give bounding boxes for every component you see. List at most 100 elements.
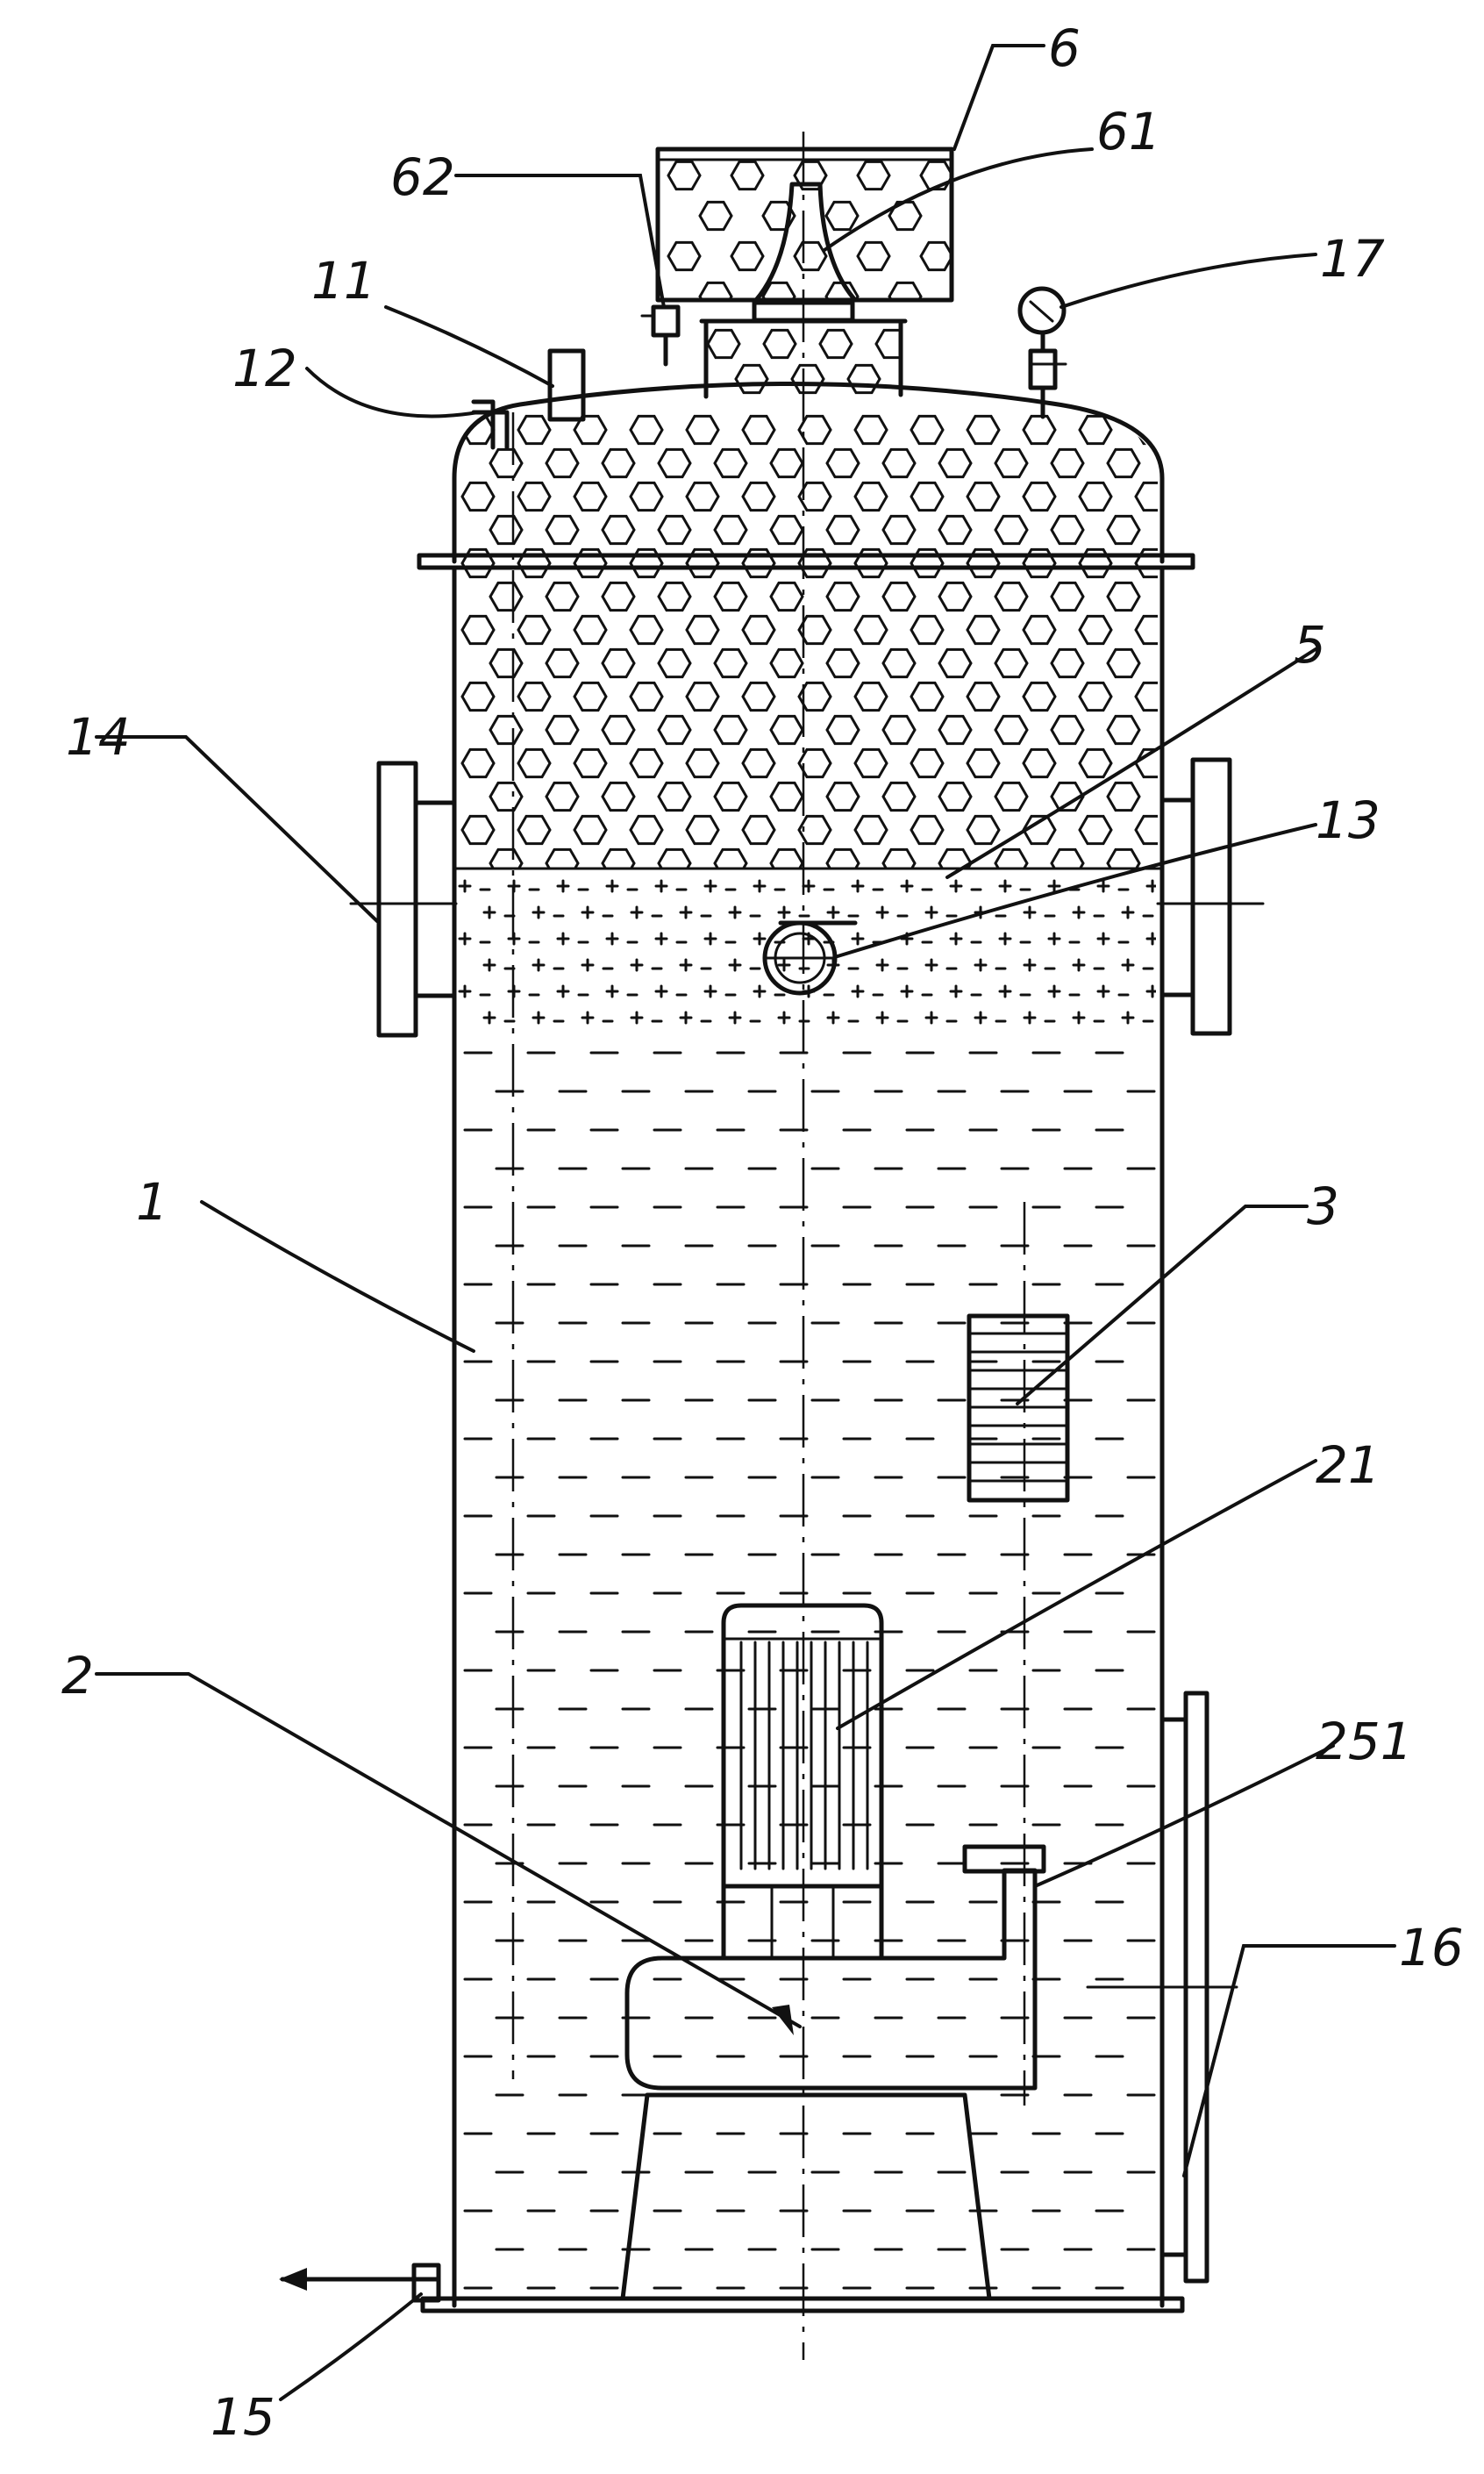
hex-cell bbox=[881, 847, 917, 869]
foam-mark bbox=[556, 879, 589, 893]
hex-cell bbox=[994, 514, 1029, 546]
hex-cell bbox=[797, 814, 832, 846]
label-21: 21 bbox=[1316, 1435, 1381, 1495]
hex-cell bbox=[629, 814, 664, 846]
hex-cell bbox=[966, 481, 1001, 512]
hex-cell bbox=[1078, 414, 1113, 446]
foam-mark bbox=[1145, 984, 1156, 998]
foam-mark bbox=[532, 1011, 565, 1025]
hex-cell bbox=[1078, 481, 1113, 512]
hex-cell bbox=[1050, 781, 1085, 812]
hex-cell bbox=[713, 847, 748, 869]
hex-cell bbox=[881, 581, 917, 612]
hex-cell bbox=[825, 714, 860, 746]
hex-cell bbox=[629, 547, 664, 579]
foam-mark bbox=[703, 879, 737, 893]
foam-mark bbox=[1023, 905, 1056, 919]
hex-cell bbox=[853, 747, 888, 779]
hex-cell bbox=[517, 681, 552, 712]
hex-cell bbox=[761, 281, 796, 300]
foam-mark bbox=[1096, 984, 1130, 998]
hex-cell bbox=[769, 514, 804, 546]
hex-cell bbox=[1078, 547, 1113, 579]
hex-cell bbox=[994, 714, 1029, 746]
hex-cell bbox=[888, 281, 923, 300]
foam-mark bbox=[679, 905, 712, 919]
hex-cell bbox=[629, 614, 664, 646]
hex-cell bbox=[769, 714, 804, 746]
foam-mark bbox=[482, 905, 516, 919]
hex-cell bbox=[1050, 847, 1085, 869]
hex-cell bbox=[910, 414, 945, 446]
hex-cell bbox=[517, 414, 552, 446]
hex-cell bbox=[1078, 814, 1113, 846]
hex-cell bbox=[938, 447, 973, 479]
foam-mark bbox=[1121, 958, 1154, 972]
hex-cell bbox=[741, 681, 776, 712]
foam-mark bbox=[1096, 932, 1130, 946]
hex-cell bbox=[573, 614, 608, 646]
hex-cell bbox=[657, 514, 692, 546]
foam-mark bbox=[851, 984, 884, 998]
hex-cell bbox=[698, 281, 733, 300]
foam-mark bbox=[654, 984, 688, 998]
hex-cell bbox=[1022, 614, 1057, 646]
label-61: 61 bbox=[1096, 102, 1161, 161]
hex-cell bbox=[667, 160, 702, 191]
foam-mark bbox=[1047, 932, 1081, 946]
hex-cell bbox=[1134, 547, 1158, 579]
hex-cell bbox=[881, 647, 917, 679]
label-16: 16 bbox=[1399, 1918, 1464, 1977]
hex-cell bbox=[460, 481, 496, 512]
hex-cell bbox=[938, 581, 973, 612]
hex-cell bbox=[1078, 614, 1113, 646]
cone-nozzle bbox=[753, 182, 858, 303]
foam-mark bbox=[998, 984, 1031, 998]
hex-cell bbox=[1106, 781, 1141, 812]
foam-mark bbox=[1121, 905, 1154, 919]
hex-cell bbox=[1050, 647, 1085, 679]
hex-cell bbox=[545, 647, 580, 679]
leader-lines bbox=[95, 44, 1396, 2401]
label-62: 62 bbox=[390, 147, 455, 207]
heater-coil bbox=[967, 1313, 1070, 1503]
hex-cell bbox=[824, 281, 860, 300]
hex-cell bbox=[1134, 681, 1158, 712]
hex-cell bbox=[601, 514, 636, 546]
foam-mark bbox=[1023, 1011, 1056, 1025]
top-nozzle-11 bbox=[547, 348, 586, 422]
hex-cell bbox=[601, 781, 636, 812]
foam-mark bbox=[728, 1011, 761, 1025]
hex-cell bbox=[1106, 647, 1141, 679]
foam-mark bbox=[630, 1011, 663, 1025]
hex-cell bbox=[994, 781, 1029, 812]
foam-mark bbox=[949, 879, 982, 893]
hex-cell bbox=[1022, 547, 1057, 579]
foam-mark bbox=[1096, 879, 1130, 893]
foam-mark bbox=[802, 879, 835, 893]
hex-cell bbox=[1134, 614, 1158, 646]
foam-mark bbox=[998, 932, 1031, 946]
hex-cell bbox=[629, 747, 664, 779]
hex-cell bbox=[657, 447, 692, 479]
foam-mark bbox=[949, 932, 982, 946]
side-flange-left bbox=[376, 761, 457, 1038]
hex-cell bbox=[685, 414, 720, 446]
foam-mark bbox=[679, 958, 712, 972]
hex-cell bbox=[489, 781, 524, 812]
foam-mark bbox=[654, 879, 688, 893]
hex-cell bbox=[1022, 747, 1057, 779]
label-1: 1 bbox=[136, 1172, 168, 1232]
hex-cell bbox=[730, 160, 765, 191]
foam-mark bbox=[703, 984, 737, 998]
hex-cell bbox=[517, 747, 552, 779]
hex-cell bbox=[601, 447, 636, 479]
top-filter-box bbox=[655, 147, 954, 303]
foam-mark bbox=[605, 879, 639, 893]
hex-cell bbox=[1050, 581, 1085, 612]
hex-cell bbox=[741, 814, 776, 846]
hex-cell bbox=[545, 781, 580, 812]
hex-cell bbox=[713, 714, 748, 746]
hex-cell bbox=[910, 747, 945, 779]
hex-cell bbox=[657, 581, 692, 612]
